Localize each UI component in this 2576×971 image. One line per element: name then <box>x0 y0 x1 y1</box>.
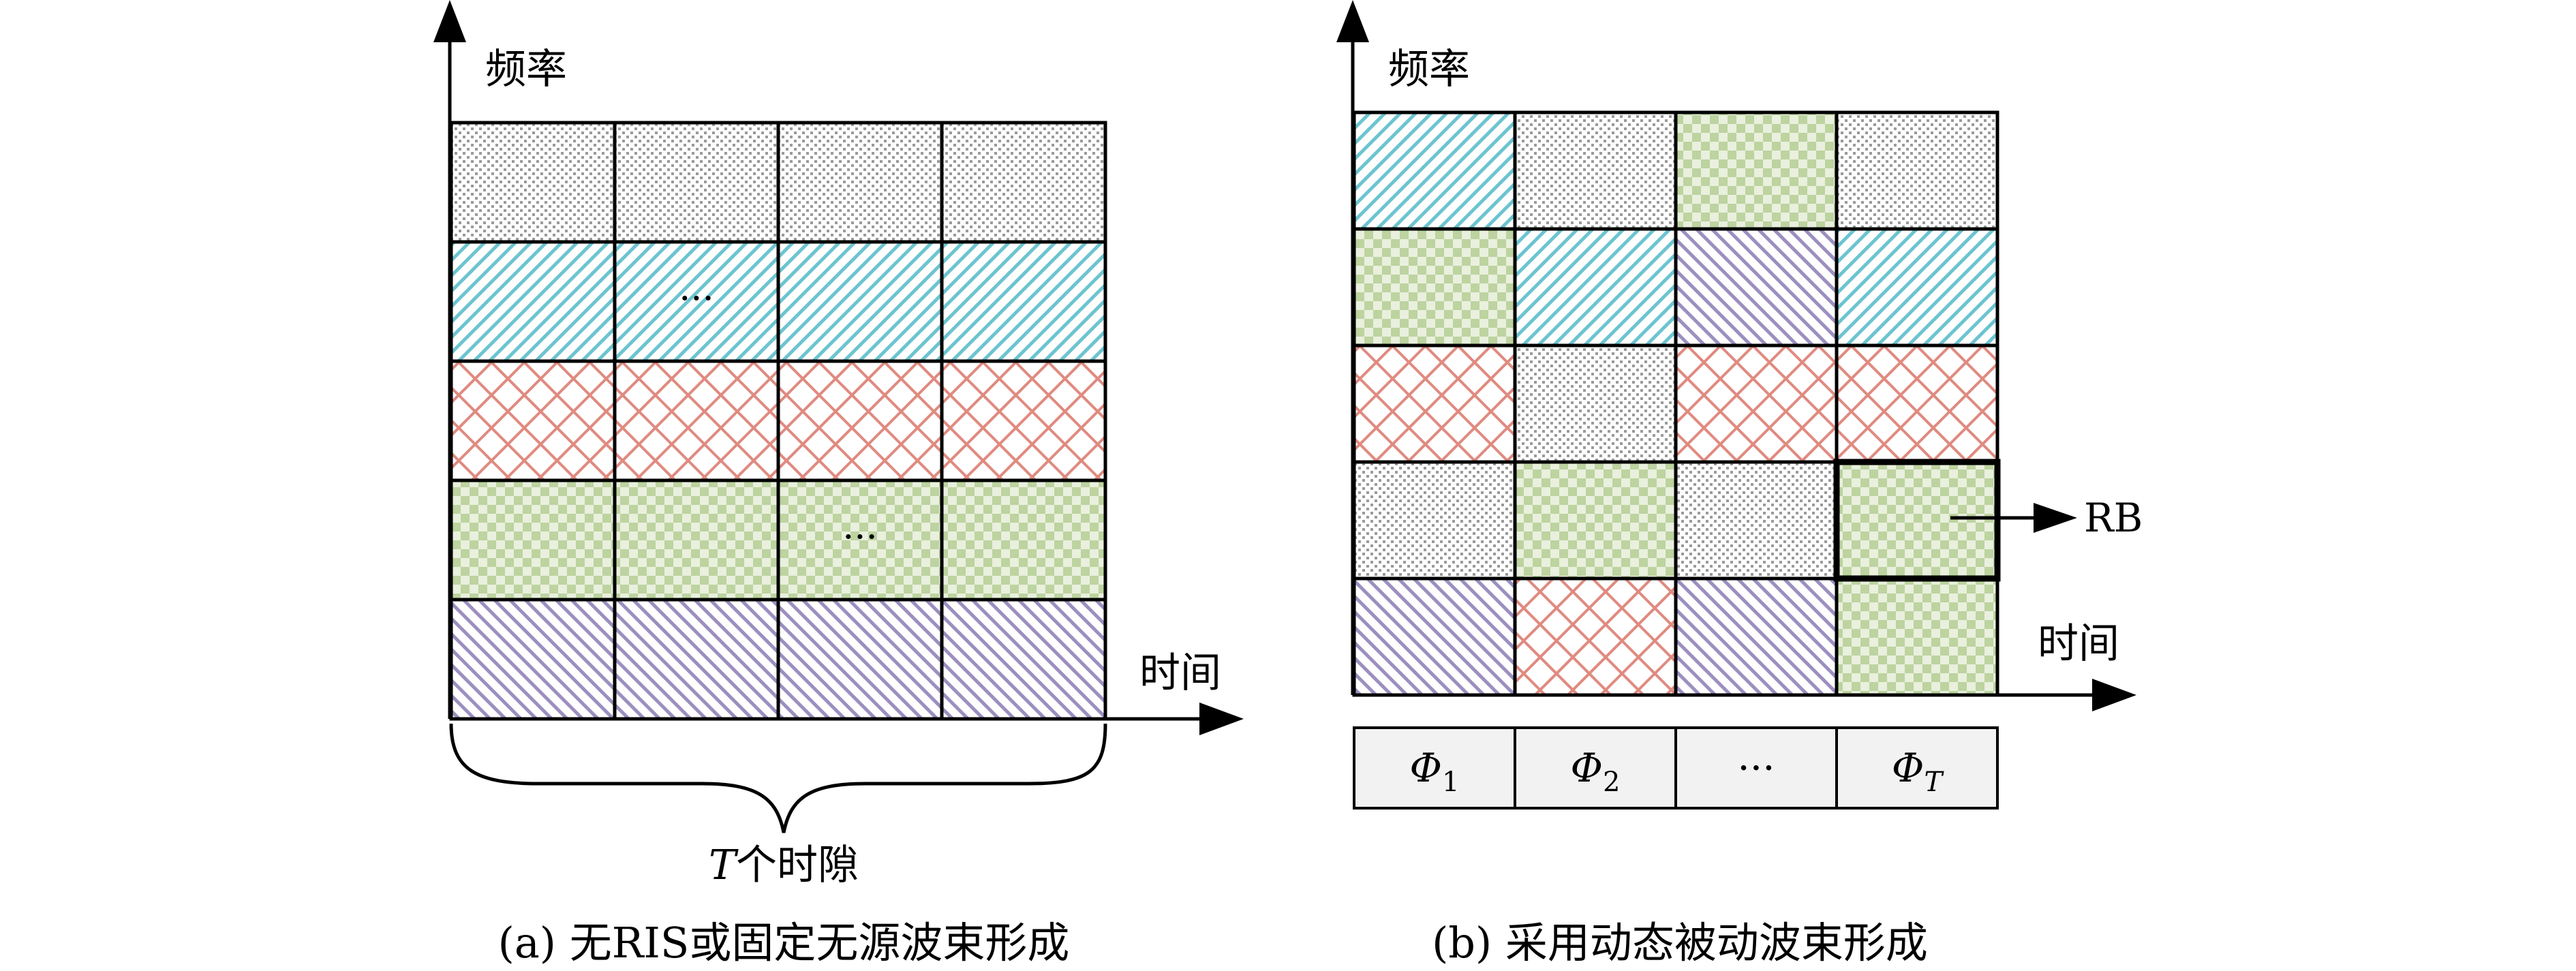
x-axis-arrow-b <box>2092 679 2136 711</box>
grid-a-cell-dots <box>940 121 1107 244</box>
grid-a-cell-cyan <box>940 240 1107 363</box>
grid-b-cell-dots <box>1513 110 1678 231</box>
grid-a-cell-green <box>940 478 1107 602</box>
y-axis-arrow-b <box>1336 0 1369 42</box>
grid-a: ··· ··· <box>449 121 1107 721</box>
grid-b-cell-dots <box>1835 110 1999 231</box>
panel-b: 频率 时间 RB Φ1 Φ2 ··· ΦT (b) 采用动态被动波束形成 <box>1336 0 2143 968</box>
grid-a-cell-red <box>776 359 944 482</box>
grid-b-cell-purple <box>1352 576 1517 697</box>
grid-a-cell-cyan <box>449 240 617 363</box>
grid-a-cell-green <box>449 478 617 602</box>
grid-a-ellipsis: ··· <box>679 277 714 320</box>
grid-a-cell-cyan <box>776 240 944 363</box>
grid-b-cell-dots <box>1352 460 1517 581</box>
phase-cell <box>1835 726 1999 810</box>
brace-label: T个时隙 <box>709 842 859 889</box>
phase-bar: Φ1 Φ2 ··· ΦT <box>1353 726 1999 810</box>
grid-b-cell-red <box>1513 576 1678 697</box>
grid-a-cell-red <box>613 359 780 482</box>
grid-a-cell-purple <box>613 598 780 721</box>
phase-cell <box>1353 726 1516 810</box>
brace-label-text: 个时隙 <box>736 842 859 889</box>
caption-b: (b) 采用动态被动波束形成 <box>1432 918 1928 968</box>
grid-b-cell-green <box>1674 110 1839 231</box>
grid-a-cell-red <box>940 359 1107 482</box>
grid-b-cell-green <box>1835 460 1999 581</box>
grid-a-cell-green <box>776 478 944 602</box>
grid-b-cell-green <box>1835 576 1999 697</box>
grid-a-cell-purple <box>776 598 944 721</box>
y-axis-arrow-a <box>433 0 466 42</box>
grid-a-cell-green <box>613 478 780 602</box>
rb-arrow-head <box>2034 503 2077 533</box>
grid-b-cell-red <box>1352 343 1517 464</box>
grid-b-cell-purple <box>1674 576 1839 697</box>
phase-label: ··· <box>1737 745 1775 791</box>
grid-a-cell-cyan <box>613 240 780 363</box>
brace-label-var: T <box>709 842 739 889</box>
panel-a: ··· ··· 频率 时间 T个时隙 (a) 无RIS或固定无源波束形成 <box>433 0 1244 968</box>
phase-label: Φ2 <box>1570 745 1620 798</box>
resource-block-highlight <box>1833 459 2001 582</box>
grid-b-cell-red <box>1835 343 1999 464</box>
rb-label: RB <box>2084 495 2143 541</box>
x-axis-label-b: 时间 <box>2038 620 2119 668</box>
grid-a-ellipsis: ··· <box>842 516 878 559</box>
grid-b-cell-dots <box>1674 460 1839 581</box>
y-axis-label-b: 频率 <box>1388 46 1470 93</box>
phase-label: Φ1 <box>1409 745 1459 798</box>
grid-a-cell-purple <box>940 598 1107 721</box>
grid-b-cell-cyan <box>1835 227 1999 348</box>
y-axis-label-a: 频率 <box>485 46 567 93</box>
grid-b-cell-cyan <box>1513 227 1678 348</box>
grid-b-cell-cyan <box>1352 110 1517 231</box>
grid-a-cell-dots <box>449 121 617 244</box>
grid-b-cell-purple <box>1674 227 1839 348</box>
phase-label: ΦT <box>1892 745 1945 798</box>
grid-a-cell-red <box>449 359 617 482</box>
x-axis-label-a: 时间 <box>1139 649 1221 697</box>
caption-a: (a) 无RIS或固定无源波束形成 <box>498 918 1070 968</box>
brace-a <box>449 723 1107 833</box>
x-axis-arrow-a <box>1199 703 1244 735</box>
grid-b-cell-green <box>1513 460 1678 581</box>
grid-b-cell-dots <box>1513 343 1678 464</box>
grid-b-cell-red <box>1674 343 1839 464</box>
grid-a-cell-purple <box>449 598 617 721</box>
grid-a-cell-dots <box>776 121 944 244</box>
grid-b-cell-green <box>1352 227 1517 348</box>
grid-b <box>1352 110 2001 697</box>
phase-cell <box>1674 726 1838 810</box>
grid-a-cell-dots <box>613 121 780 244</box>
